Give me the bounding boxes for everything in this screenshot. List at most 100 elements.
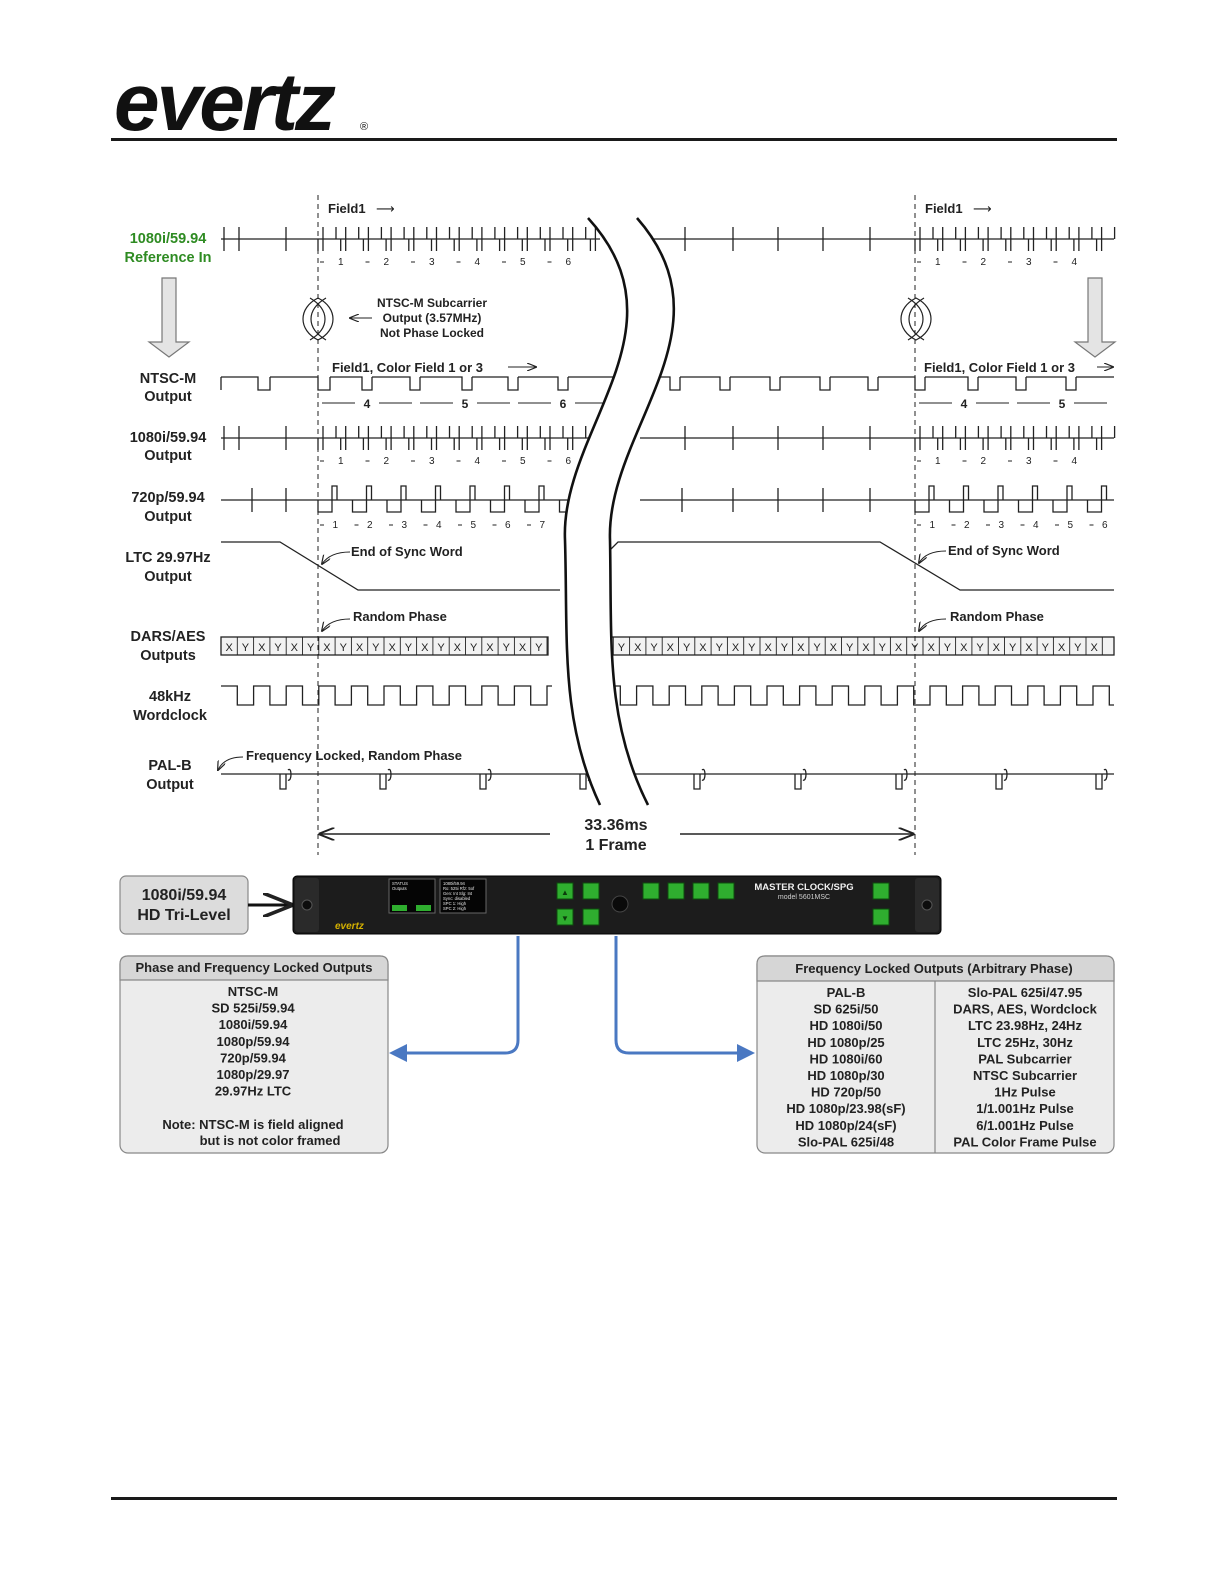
- time-break-band: [564, 218, 674, 805]
- frequency-box-left-item: HD 1080p/30: [807, 1068, 884, 1083]
- frequency-box-right-item: LTC 23.98Hz, 24Hz: [968, 1018, 1082, 1033]
- frequency-locked-box: Frequency Locked Outputs (Arbitrary Phas…: [756, 955, 1115, 1154]
- field1-arrow-right: ⟶: [973, 201, 992, 216]
- dars-symbol: Y: [846, 642, 854, 654]
- display2-line5: SPC 1: High: [443, 901, 467, 906]
- dars-symbol: Y: [650, 642, 658, 654]
- dars-symbol: X: [225, 642, 233, 654]
- dars-symbol: Y: [618, 642, 626, 654]
- function-button-3[interactable]: [692, 882, 710, 900]
- select-button-1[interactable]: [582, 882, 600, 900]
- ltc-note-left: End of Sync Word: [351, 544, 463, 559]
- ref-left-count-label: 5: [520, 257, 526, 268]
- up-button[interactable]: [556, 882, 574, 900]
- dars-symbol: X: [993, 642, 1001, 654]
- dars-symbol: Y: [716, 642, 724, 654]
- phase-box-item: 1080p/29.97: [216, 1067, 289, 1082]
- p720-left-count-label: 1: [332, 520, 338, 531]
- frequency-box-left-item: Slo-PAL 625i/48: [798, 1134, 894, 1149]
- device-model: model 5601MSC: [778, 894, 830, 901]
- ntsc-left-count-label: 6: [560, 397, 567, 411]
- ltc-note-right: End of Sync Word: [948, 543, 1060, 558]
- dars-symbol: X: [388, 642, 396, 654]
- ref-right-count-label: 1: [935, 257, 941, 268]
- ntsc-right-count-label: 5: [1059, 397, 1066, 411]
- control-knob[interactable]: [611, 895, 629, 913]
- p720-label-line2: Output: [144, 509, 192, 525]
- i1080-label-line2: Output: [144, 448, 192, 464]
- pal-note: Frequency Locked, Random Phase: [246, 748, 462, 763]
- frequency-box-left-item: HD 1080i/50: [810, 1018, 883, 1033]
- frequency-box-left-item: HD 1080i/60: [810, 1051, 883, 1066]
- function-button-4[interactable]: [717, 882, 735, 900]
- down-button[interactable]: [556, 908, 574, 926]
- up-arrow-icon: ▲: [561, 888, 569, 897]
- pal-label-line2: Output: [146, 777, 194, 793]
- right-button-2[interactable]: [872, 908, 890, 926]
- dars-symbol: X: [634, 642, 642, 654]
- frequency-box-right-item: PAL Color Frame Pulse: [953, 1134, 1096, 1149]
- dars-symbol: X: [667, 642, 675, 654]
- phase-box-item: 29.97Hz LTC: [215, 1084, 292, 1099]
- i1080-left-count-label: 4: [474, 456, 480, 467]
- evertz-logo: evertz ®: [114, 58, 368, 142]
- ntsc-left-count-label: 5: [462, 397, 469, 411]
- device-title: MASTER CLOCK/SPG: [754, 882, 853, 893]
- dars-symbol: X: [960, 642, 968, 654]
- subcarrier-note-line2: Output (3.57MHz): [383, 311, 482, 325]
- frequency-box-right-item: LTC 25Hz, 30Hz: [977, 1035, 1073, 1050]
- dars-symbol: Y: [535, 642, 543, 654]
- ltc-note-arrow-right: [919, 550, 947, 563]
- input-box: [119, 875, 249, 935]
- dars-label-line2: Outputs: [140, 648, 196, 664]
- function-button-1[interactable]: [642, 882, 660, 900]
- display2-line3: Gen: Int Slg: Int: [443, 891, 473, 896]
- dars-symbol: X: [356, 642, 364, 654]
- reference-label-line1: 1080i/59.94: [130, 231, 207, 247]
- dars-symbol: X: [862, 642, 870, 654]
- phase-box-title: Phase and Frequency Locked Outputs: [136, 960, 373, 975]
- ref-right-count-label: 3: [1026, 257, 1032, 268]
- right-button-1[interactable]: [872, 882, 890, 900]
- phase-box-note-line1: Note: NTSC-M is field aligned: [162, 1117, 343, 1132]
- phase-box-item: 1080i/59.94: [219, 1017, 288, 1032]
- p720-left-count-label: 5: [470, 520, 476, 531]
- color-field-marker-right: Field1, Color Field 1 or 3: [924, 360, 1075, 375]
- display2-line6: SPC 2: High: [443, 906, 467, 911]
- function-button-2[interactable]: [667, 882, 685, 900]
- frequency-box-right-item: 6/1.001Hz Pulse: [976, 1118, 1074, 1133]
- dars-symbol: X: [1058, 642, 1066, 654]
- p720-left-count-label: 2: [367, 520, 373, 531]
- ntsc-left-count-label: 4: [364, 397, 371, 411]
- rack-hole-left: [301, 899, 313, 911]
- dars-symbol: Y: [748, 642, 756, 654]
- dars-symbol: X: [895, 642, 903, 654]
- frame-label: 1 Frame: [585, 837, 646, 854]
- device-brand: evertz: [335, 921, 364, 932]
- info-display: [439, 878, 487, 914]
- ltc-label-line2: Output: [144, 569, 192, 585]
- dars-symbol: Y: [503, 642, 511, 654]
- frequency-box-left-item: SD 625i/50: [813, 1002, 878, 1017]
- dars-symbol: X: [454, 642, 462, 654]
- dars-symbol: X: [291, 642, 299, 654]
- right-down-arrow: [1073, 277, 1117, 358]
- pal-output-waveform: [221, 768, 1114, 790]
- p720-right-count-label: 5: [1067, 520, 1073, 531]
- ltc-output-waveform: [221, 541, 1114, 591]
- dars-symbol: Y: [470, 642, 478, 654]
- dars-symbol: X: [323, 642, 331, 654]
- select-button-2[interactable]: [582, 908, 600, 926]
- p720-label-line1: 720p/59.94: [131, 490, 204, 506]
- i1080-label-line1: 1080i/59.94: [130, 430, 207, 446]
- pal-note-arrow: [218, 756, 244, 770]
- i1080-left-count-label: 5: [520, 456, 526, 467]
- dars-symbol: X: [486, 642, 494, 654]
- dars-symbol: Y: [813, 642, 821, 654]
- i1080-left-count-label: 1: [338, 456, 344, 467]
- display1-line1: STATUS: [392, 881, 408, 886]
- frame-duration: 33.36ms: [584, 817, 647, 834]
- field1-arrow-left: ⟶: [376, 201, 395, 216]
- ntsc-label-line2: Output: [144, 389, 192, 405]
